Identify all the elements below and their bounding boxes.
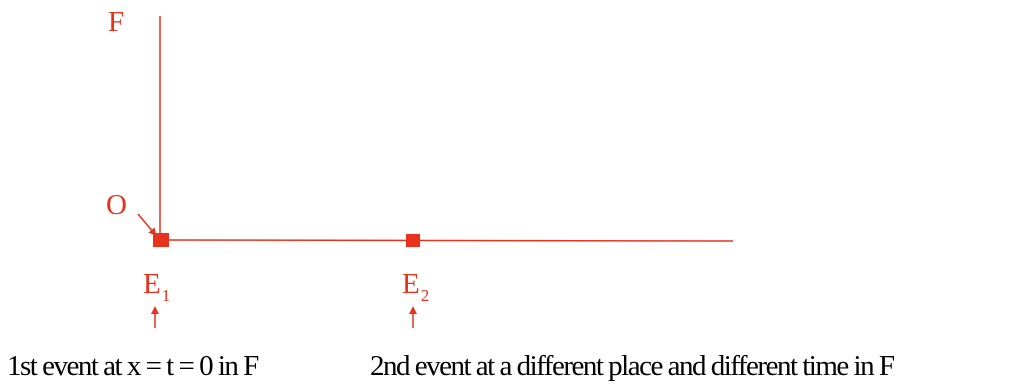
event2-caption: 2nd event at a different place and diffe… <box>370 350 895 382</box>
event2-label: E2 <box>402 268 429 305</box>
event2-letter: E <box>402 268 420 300</box>
event2-subscript: 2 <box>420 286 430 305</box>
event1-marker <box>153 233 169 247</box>
origin-pointer-arrow <box>137 213 157 237</box>
event1-letter: E <box>143 268 161 300</box>
frame-label: F <box>108 6 125 38</box>
event1-label: E1 <box>143 268 170 305</box>
event1-caption: 1st event at x = t = 0 in F <box>7 350 259 382</box>
horizontal-axis <box>159 239 734 242</box>
event2-marker <box>406 234 420 247</box>
event1-subscript: 1 <box>161 286 171 305</box>
origin-label: O <box>106 189 127 221</box>
